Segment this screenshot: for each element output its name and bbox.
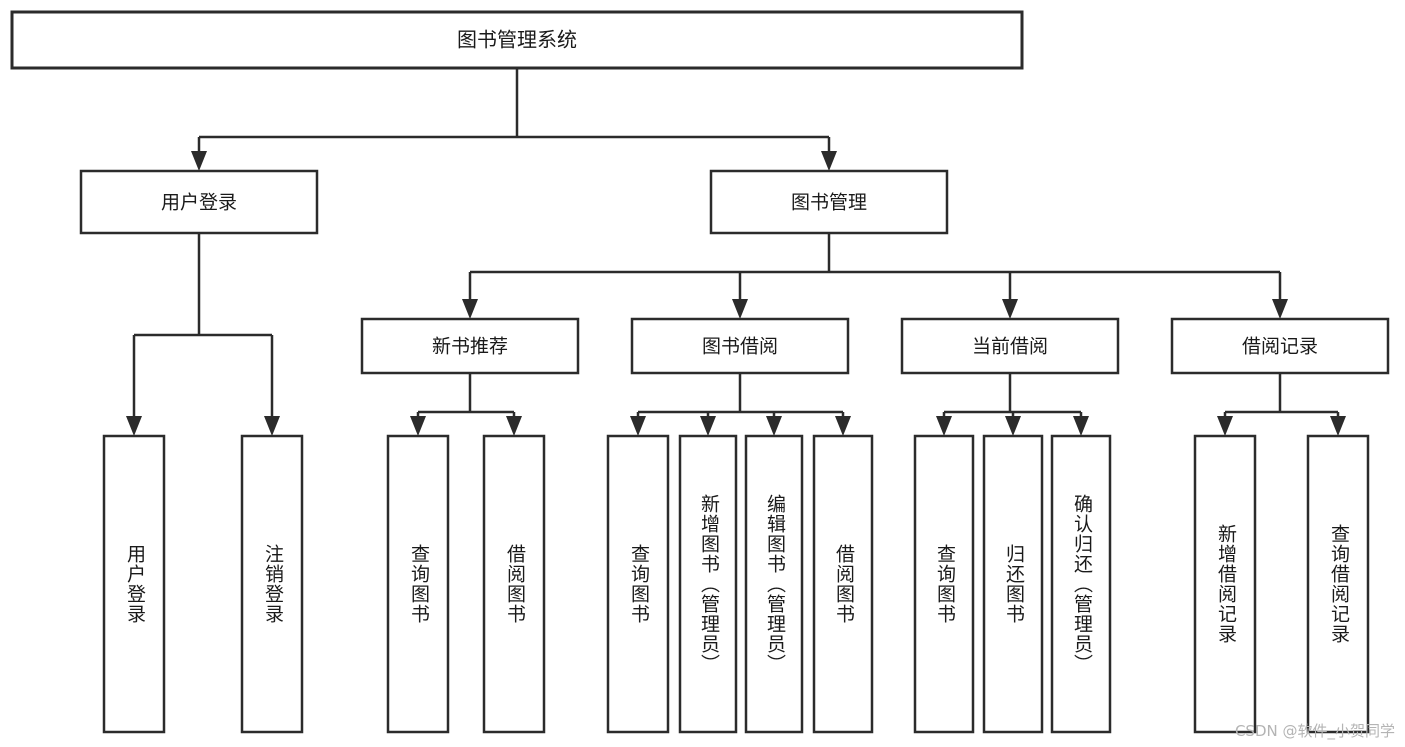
boxes-layer [10, 10, 1390, 734]
arrow-head-icon [462, 299, 478, 319]
level3-node-box-current-borrow[interactable] [900, 317, 1120, 375]
arrow-head-icon [1272, 299, 1288, 319]
level3-node-box-borrow-record[interactable] [1170, 317, 1390, 375]
leaf-node-box-leaf-user-logout[interactable] [240, 434, 304, 734]
node-label: 借阅记录 [1242, 336, 1318, 358]
leaf-node-box-leaf-borrow-query[interactable] [606, 434, 670, 734]
leaf-node-box-leaf-borrow-add[interactable] [678, 434, 738, 734]
arrow-head-icon [1330, 416, 1346, 436]
level3-node-box-new-book-rec[interactable] [360, 317, 580, 375]
arrow-head-icon [700, 416, 716, 436]
watermark-text: CSDN @软件_小贺同学 [1234, 722, 1395, 740]
arrow-head-icon [732, 299, 748, 319]
leaf-node-box-leaf-rec-query[interactable] [386, 434, 450, 734]
leaf-node-box-leaf-user-login[interactable] [102, 434, 166, 734]
leaf-node-box-leaf-borrow-edit[interactable] [744, 434, 804, 734]
level3-node-box-book-borrow[interactable] [630, 317, 850, 375]
arrow-head-icon [630, 416, 646, 436]
leaf-node-box-leaf-cur-query[interactable] [913, 434, 975, 734]
leaf-node-box-leaf-cur-return[interactable] [982, 434, 1044, 734]
arrow-head-icon [126, 416, 142, 436]
arrow-head-icon [1002, 299, 1018, 319]
arrow-head-icon [191, 151, 207, 171]
node-label: 用户登录 [161, 192, 237, 214]
arrow-head-icon [264, 416, 280, 436]
arrow-head-icon [410, 416, 426, 436]
arrow-head-icon [1217, 416, 1233, 436]
arrow-head-icon [766, 416, 782, 436]
leaf-node-box-leaf-borrow-lend[interactable] [812, 434, 874, 734]
node-label: 图书管理系统 [457, 28, 577, 52]
arrow-head-icon [1005, 416, 1021, 436]
arrow-head-icon [936, 416, 952, 436]
arrow-head-icon [1073, 416, 1089, 436]
arrow-head-icon [821, 151, 837, 171]
level2-node-box-book-manage[interactable] [709, 169, 949, 235]
leaf-node-box-leaf-cur-confirm[interactable] [1050, 434, 1112, 734]
node-label: 当前借阅 [972, 336, 1048, 358]
leaf-node-box-leaf-rec-query2[interactable] [1306, 434, 1370, 734]
leaf-node-box-leaf-rec-borrow[interactable] [482, 434, 546, 734]
node-label: 新书推荐 [432, 336, 508, 358]
leaf-node-box-leaf-rec-add[interactable] [1193, 434, 1257, 734]
level2-node-box-user-login[interactable] [79, 169, 319, 235]
node-label: 图书管理 [791, 192, 867, 214]
arrow-head-icon [506, 416, 522, 436]
root-node-box[interactable] [10, 10, 1024, 70]
node-label: 图书借阅 [702, 336, 778, 358]
arrow-head-icon [835, 416, 851, 436]
connectors-layer [126, 68, 1346, 436]
